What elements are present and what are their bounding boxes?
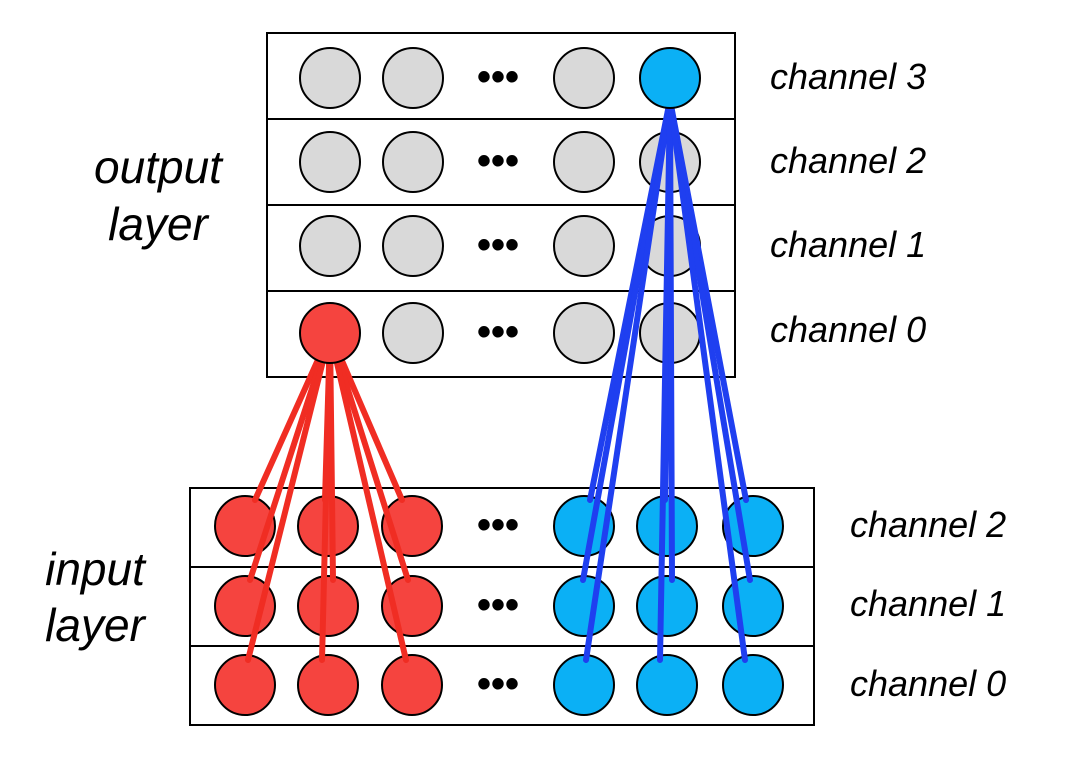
connection-line <box>319 330 333 663</box>
input-ellipses: ••• ••• ••• <box>477 503 519 706</box>
output-channel-label: channel 2 <box>770 140 926 181</box>
output-neuron <box>382 302 444 364</box>
input-neuron-red <box>297 575 359 637</box>
output-neuron-red <box>299 302 361 364</box>
input-neuron-red <box>214 654 276 716</box>
connection-line <box>657 97 673 663</box>
input-layer-label-line1: input <box>45 543 147 595</box>
output-layer-label: output layer <box>94 141 224 250</box>
connection-line <box>245 330 333 663</box>
input-channel-labels: channel 2 channel 1 channel 0 <box>850 504 1006 704</box>
input-layer-label: input layer <box>45 543 147 651</box>
output-neuron-blue <box>639 47 701 109</box>
ellipsis: ••• <box>477 310 519 354</box>
output-neuron <box>299 47 361 109</box>
input-neuron-blue <box>553 654 615 716</box>
output-channel-label: channel 0 <box>770 309 926 350</box>
output-neuron <box>299 215 361 277</box>
blue-connections <box>580 97 753 663</box>
input-neuron-blue <box>636 495 698 557</box>
input-row-channel-1 <box>189 566 815 647</box>
output-neuron <box>382 215 444 277</box>
connection-line <box>667 97 748 663</box>
output-neuron <box>553 302 615 364</box>
input-channel-label: channel 0 <box>850 663 1006 704</box>
input-neuron-blue <box>553 495 615 557</box>
output-layer-label-line2: layer <box>108 198 209 250</box>
output-neuron <box>553 131 615 193</box>
connection-line <box>327 330 409 663</box>
connection-line <box>327 330 411 583</box>
ellipsis: ••• <box>477 662 519 706</box>
connection-line <box>583 97 673 663</box>
output-neuron <box>553 47 615 109</box>
input-neuron-red <box>297 654 359 716</box>
output-neuron <box>382 131 444 193</box>
input-channel-label: channel 1 <box>850 583 1006 624</box>
input-neurons <box>214 495 784 716</box>
output-channel-labels: channel 3 channel 2 channel 1 channel 0 <box>770 56 926 350</box>
input-neuron-blue <box>636 654 698 716</box>
ellipsis: ••• <box>477 503 519 547</box>
input-row-channel-0 <box>189 645 815 726</box>
output-channel-label: channel 1 <box>770 224 926 265</box>
input-layer-label-line2: layer <box>45 599 146 651</box>
ellipsis: ••• <box>477 139 519 183</box>
ellipsis: ••• <box>477 55 519 99</box>
output-neuron <box>553 215 615 277</box>
ellipsis: ••• <box>477 223 519 267</box>
input-layer-grid <box>189 487 815 726</box>
red-connections <box>245 330 411 663</box>
input-neuron-blue <box>636 575 698 637</box>
output-layer-label-line1: output <box>94 141 224 193</box>
input-neuron-blue <box>722 654 784 716</box>
input-channel-label: channel 2 <box>850 504 1006 545</box>
output-channel-label: channel 3 <box>770 56 926 97</box>
output-neuron <box>382 47 444 109</box>
ellipsis: ••• <box>477 583 519 627</box>
output-neuron <box>299 131 361 193</box>
input-neuron-red <box>381 654 443 716</box>
input-neuron-blue <box>553 575 615 637</box>
output-ellipses: ••• ••• ••• ••• <box>477 55 519 354</box>
